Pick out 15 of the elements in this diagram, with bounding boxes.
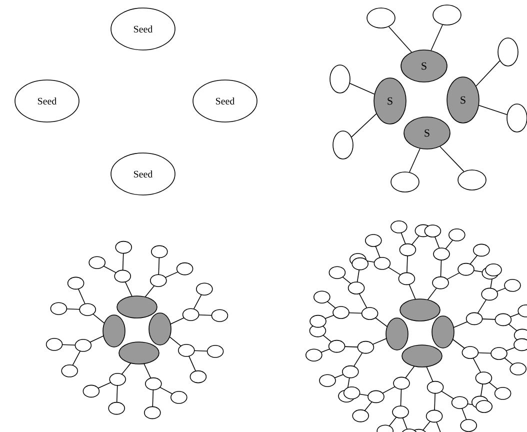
line <box>478 104 508 116</box>
line <box>430 24 443 51</box>
line <box>351 113 377 138</box>
line <box>440 146 464 172</box>
line <box>350 82 375 94</box>
line <box>388 26 412 53</box>
contact-ellipse <box>432 4 462 26</box>
contact-ellipse <box>390 172 420 192</box>
contact-ellipse <box>458 170 486 190</box>
line <box>409 148 420 173</box>
contact-ellipse <box>366 8 396 28</box>
contact-ellipse <box>330 64 350 94</box>
line <box>476 60 500 86</box>
contact-ellipse <box>332 130 354 160</box>
contact-ellipse <box>498 38 518 66</box>
